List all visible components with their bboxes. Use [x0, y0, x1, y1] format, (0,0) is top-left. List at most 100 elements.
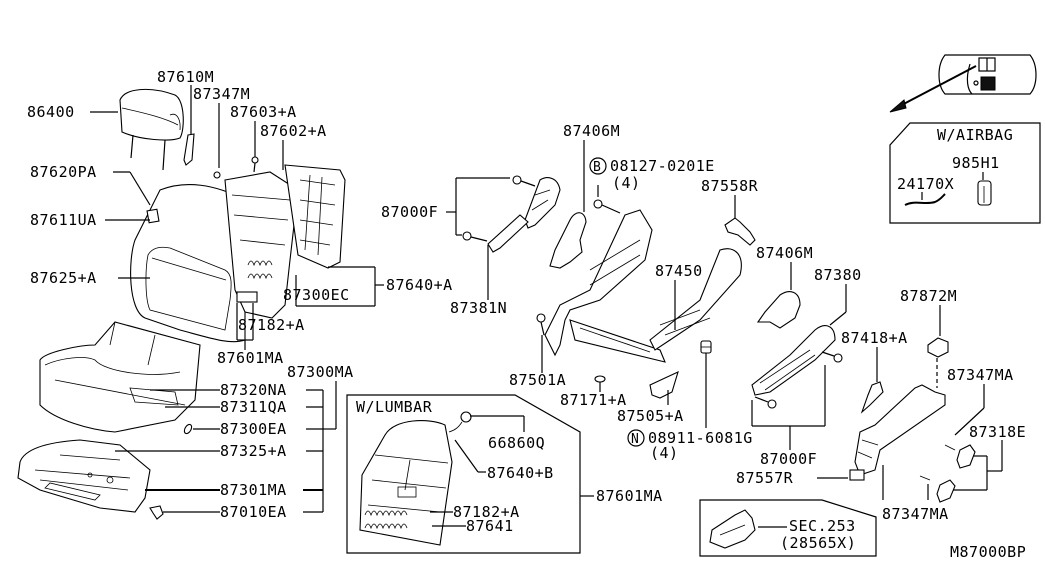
label-87300EC[interactable]: 87300EC [283, 286, 350, 304]
bolt-part[interactable] [462, 231, 488, 242]
label-87406M-right[interactable]: 87406M [756, 244, 813, 262]
label-87182A[interactable]: 87182+A [238, 316, 305, 334]
label-08911-qty: (4) [650, 444, 679, 462]
airbag-sensor-part[interactable] [977, 180, 992, 206]
label-87601MA-top[interactable]: 87601MA [217, 349, 284, 367]
nut-symbol-N [627, 429, 645, 447]
label-87381N[interactable]: 87381N [450, 299, 507, 317]
bolt-part[interactable] [821, 351, 843, 363]
label-86400[interactable]: 86400 [27, 103, 75, 121]
label-87301MA[interactable]: 87301MA [220, 481, 287, 499]
label-87610M[interactable]: 87610M [157, 68, 214, 86]
label-87320NA[interactable]: 87320NA [220, 381, 287, 399]
cover-87505A-part[interactable] [649, 370, 679, 399]
seat-cushion-frame-part[interactable] [17, 439, 151, 513]
label-87450[interactable]: 87450 [655, 262, 703, 280]
label-87300EA[interactable]: 87300EA [220, 420, 287, 438]
clip-part[interactable] [944, 444, 956, 451]
symbol-B: B [593, 160, 601, 175]
label-87557R[interactable]: 87557R [736, 469, 794, 487]
label-87501A[interactable]: 87501A [509, 371, 566, 389]
label-87601MA-lumbar[interactable]: 87601MA [596, 487, 663, 505]
lumbar-switch-part[interactable] [448, 411, 472, 433]
bolt-part[interactable] [536, 313, 546, 336]
label-87640B[interactable]: 87640+B [487, 464, 554, 482]
label-87558R[interactable]: 87558R [701, 177, 759, 195]
label-87171A[interactable]: 87171+A [560, 391, 627, 409]
lumbar-frame-part[interactable] [359, 420, 453, 546]
label-87641[interactable]: 87641 [466, 517, 514, 535]
label-87318E[interactable]: 87318E [969, 423, 1026, 441]
harness-part[interactable] [904, 193, 946, 206]
label-87505A[interactable]: 87505+A [617, 407, 684, 425]
label-87625A[interactable]: 87625+A [30, 269, 97, 287]
label-87602A[interactable]: 87602+A [260, 122, 327, 140]
headrest-guide-part[interactable] [183, 133, 195, 166]
vehicle-locator-icon [938, 54, 1037, 95]
figure-code: M87000BP [950, 543, 1026, 561]
label-87872M[interactable]: 87872M [900, 287, 957, 305]
clip-fastener-part[interactable] [149, 505, 164, 520]
label-sec253[interactable]: SEC.253 [789, 517, 856, 535]
back-panel-part[interactable] [284, 164, 346, 269]
grommet-part[interactable] [183, 423, 193, 435]
label-87000F-left[interactable]: 87000F [381, 203, 438, 221]
label-sec253-sub[interactable]: (28565X) [780, 534, 856, 552]
cap-part[interactable] [594, 375, 606, 383]
clip-part[interactable] [919, 475, 931, 481]
screw-part[interactable] [251, 156, 259, 173]
recliner-cover-right-part[interactable] [751, 325, 836, 396]
side-trim-part[interactable] [849, 384, 946, 481]
seatbelt-buckle-part[interactable] [709, 509, 756, 549]
bolt-part[interactable] [593, 199, 621, 214]
lumbar-box [346, 394, 581, 554]
cover-87318E-part[interactable] [956, 444, 976, 469]
label-66860Q[interactable]: 66860Q [488, 434, 545, 452]
label-87611UA[interactable]: 87611UA [30, 211, 97, 229]
headrest-part[interactable] [119, 88, 184, 171]
label-87347MA-bottom[interactable]: 87347MA [882, 505, 949, 523]
clip-part[interactable] [213, 171, 221, 179]
label-87347M[interactable]: 87347M [193, 85, 250, 103]
leader-87620PA-b [129, 171, 151, 206]
leader-87380-b [829, 311, 847, 326]
label-87010EA[interactable]: 87010EA [220, 503, 287, 521]
label-87380[interactable]: 87380 [814, 266, 862, 284]
recliner-plate-right-part[interactable] [756, 291, 801, 329]
label-87418A[interactable]: 87418+A [841, 329, 908, 347]
label-08911-6081G[interactable]: 08911-6081G [648, 429, 753, 447]
lumbar-box-title: W/LUMBAR [356, 398, 433, 416]
symbol-N: N [631, 432, 639, 447]
nut-part[interactable] [700, 340, 712, 354]
bolt-part[interactable] [754, 396, 777, 409]
airbag-box-title: W/AIRBAG [937, 126, 1013, 144]
label-87620PA[interactable]: 87620PA [30, 163, 97, 181]
label-87325A[interactable]: 87325+A [220, 442, 287, 460]
seat-back-frame-part[interactable] [224, 171, 299, 319]
cover-87318E-part[interactable] [936, 479, 956, 503]
seat-adjuster-part[interactable] [544, 209, 742, 363]
cap-87872M-part[interactable] [927, 337, 949, 358]
bolt-part[interactable] [512, 175, 536, 187]
label-87603A[interactable]: 87603+A [230, 103, 297, 121]
seat-back-part[interactable] [130, 184, 246, 343]
label-87347MA-top[interactable]: 87347MA [947, 366, 1014, 384]
label-985H1[interactable]: 985H1 [952, 154, 1000, 172]
leader-87347MA-top-b [954, 407, 985, 436]
label-24170X[interactable]: 24170X [897, 175, 954, 193]
label-87406M-left[interactable]: 87406M [563, 122, 620, 140]
airbag-box [889, 122, 1041, 224]
seat-cushion-part[interactable] [39, 321, 201, 433]
bracket-87558R-part[interactable] [724, 217, 756, 246]
recliner-plate-part[interactable] [549, 212, 587, 269]
label-87000F-right[interactable]: 87000F [760, 450, 817, 468]
label-87640A[interactable]: 87640+A [386, 276, 453, 294]
leader-87640B [454, 439, 479, 473]
label-87182A-lumbar[interactable]: 87182+A [453, 503, 520, 521]
label-87311QA[interactable]: 87311QA [220, 398, 287, 416]
recliner-cover-part[interactable] [487, 177, 561, 253]
label-08127-0201E[interactable]: 08127-0201E [610, 157, 715, 175]
knob-87418A-part[interactable] [860, 381, 884, 414]
label-87300MA[interactable]: 87300MA [287, 363, 354, 381]
